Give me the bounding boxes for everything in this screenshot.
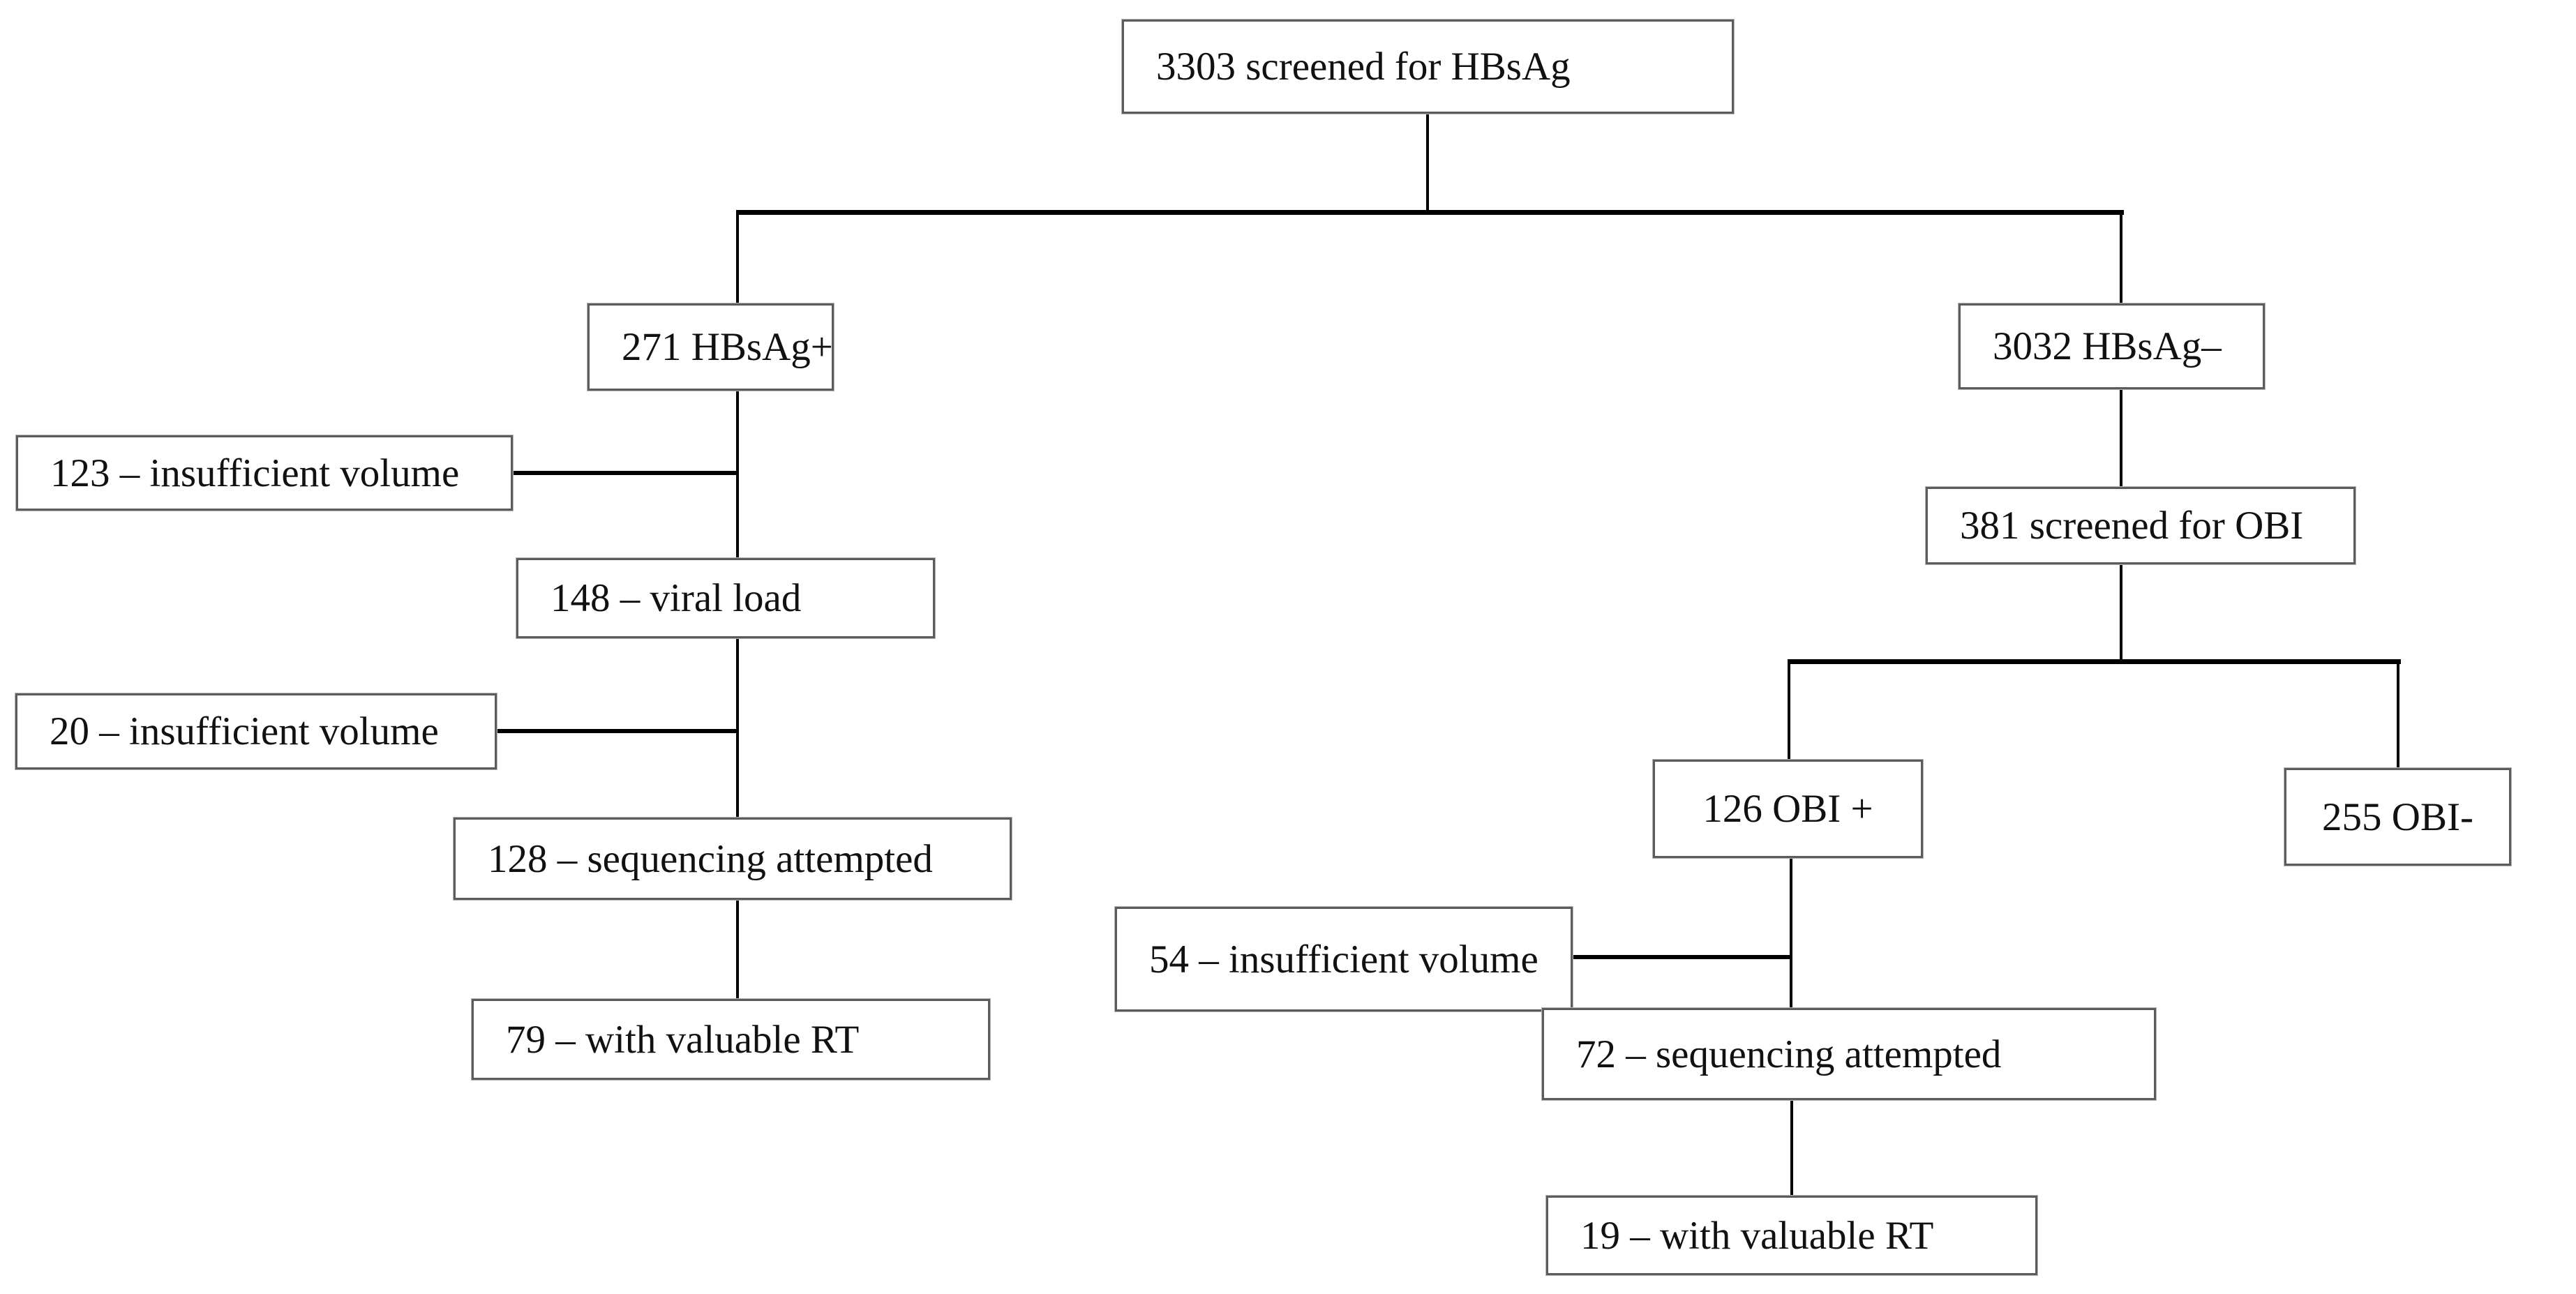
flow-node-label: 54 – insufficient volume	[1149, 937, 1538, 981]
connector-to-obi-positive	[1788, 659, 1790, 762]
connector-to-hbsag-positive	[736, 210, 739, 305]
flow-node-label: 271 HBsAg+	[622, 325, 833, 369]
flow-node-label: 123 – insufficient volume	[50, 451, 460, 495]
flow-node-insufficient-20: 20 – insufficient volume	[15, 693, 497, 769]
connector-viralload-to-seq128	[736, 637, 739, 820]
connector-insufficient20	[495, 729, 739, 733]
flow-node-valuable-rt-19: 19 – with valuable RT	[1546, 1196, 2037, 1275]
flow-node-label: 20 – insufficient volume	[50, 709, 439, 753]
flow-node-sequencing-72: 72 – sequencing attempted	[1542, 1008, 2156, 1100]
flow-node-label: 128 – sequencing attempted	[488, 836, 933, 881]
flow-node-screened-obi: 381 screened for OBI	[1926, 487, 2356, 564]
flow-node-obi-positive: 126 OBI +	[1653, 760, 1923, 858]
connector-to-hbsag-negative	[2120, 210, 2122, 305]
flow-node-valuable-rt-79: 79 – with valuable RT	[472, 999, 990, 1080]
flow-node-obi-negative: 255 OBI-	[2284, 768, 2511, 866]
connector-seq128-to-rt79	[736, 898, 739, 1002]
flow-node-insufficient-54: 54 – insufficient volume	[1115, 907, 1573, 1011]
flow-node-sequencing-128: 128 – sequencing attempted	[454, 818, 1012, 900]
connector-trunk-hbsag	[736, 210, 2124, 215]
flow-node-label: 79 – with valuable RT	[506, 1017, 860, 1062]
connector-insufficient54	[1571, 955, 1792, 959]
flow-node-screened-hbsag: 3303 screened for HBsAg	[1122, 20, 1734, 114]
flow-node-hbsag-positive: 271 HBsAg+	[587, 303, 834, 391]
connector-top-down	[1426, 114, 1429, 212]
connector-obi-down	[2120, 563, 2122, 663]
connector-seq72-to-rt19	[1790, 1099, 1793, 1198]
connector-to-obi-negative	[2397, 659, 2399, 771]
flow-node-label: 381 screened for OBI	[1960, 504, 2304, 548]
flow-node-label: 148 – viral load	[551, 576, 802, 620]
flow-node-hbsag-negative: 3032 HBsAg–	[1959, 303, 2265, 389]
connector-trunk-obi	[1788, 659, 2401, 664]
flow-node-label: 19 – with valuable RT	[1580, 1213, 1934, 1258]
connector-hbsagneg-to-obi	[2120, 388, 2122, 490]
flow-node-label: 3303 screened for HBsAg	[1156, 45, 1571, 89]
flow-node-label: 126 OBI +	[1702, 787, 1873, 831]
flow-node-label: 255 OBI-	[2322, 795, 2473, 839]
flow-node-viral-load-148: 148 – viral load	[516, 558, 935, 638]
flow-node-insufficient-123: 123 – insufficient volume	[16, 435, 513, 511]
flow-node-label: 3032 HBsAg–	[1993, 324, 2222, 368]
connector-insufficient123	[511, 471, 739, 475]
connector-obipos-to-seq72	[1790, 857, 1792, 1011]
flow-node-label: 72 – sequencing attempted	[1576, 1032, 2002, 1076]
connector-hbsagpos-to-viralload	[736, 389, 739, 561]
